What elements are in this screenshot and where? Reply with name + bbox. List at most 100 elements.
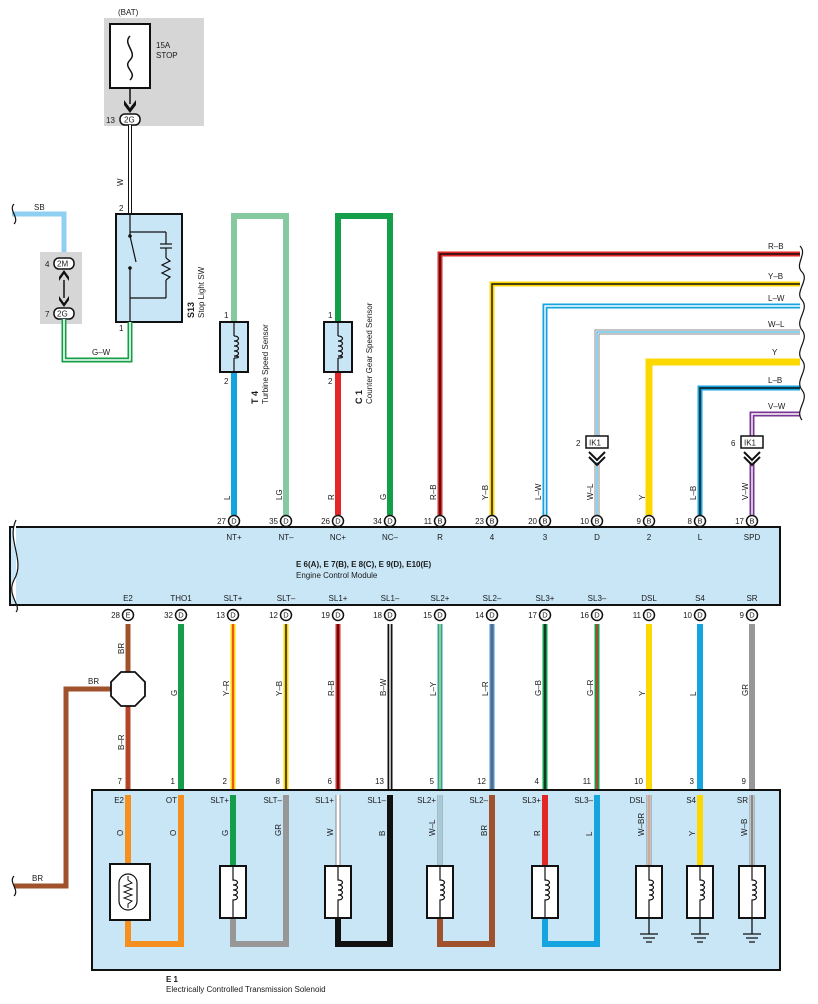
wire-break-icon (798, 245, 805, 421)
ecm-bottom-pin-name: E2 (123, 594, 133, 603)
solenoid-pin-num: 6 (328, 777, 333, 786)
ecm-bottom-pin-name: SL1– (381, 594, 400, 603)
ecm-top-wire-color: V–W (741, 482, 750, 500)
solenoid-pin-num: 9 (742, 777, 747, 786)
solenoid-pin-num: 12 (477, 777, 486, 786)
ecm-bottom-pin-name: SLT+ (224, 594, 243, 603)
ecm-bottom-pin-conn: D (749, 611, 755, 620)
ecm-bottom-pin-conn: D (594, 611, 600, 620)
ecm-bottom-pin-num: 9 (740, 611, 745, 620)
ecm-top-wire-color: Y–B (481, 485, 490, 500)
ecm-top-pin-conn: B (542, 517, 547, 526)
solenoid-pin-name: E2 (114, 796, 124, 805)
ecm-top-pin-name: NC+ (330, 533, 347, 542)
ecm-top-pin-conn: D (231, 517, 237, 526)
solenoid-pin-num: 8 (276, 777, 281, 786)
ecm-bottom-pin-conn: D (230, 611, 236, 620)
solenoid-wire-color: W (326, 828, 335, 836)
junction-2G-top-id: 2G (124, 116, 135, 125)
ecm-top-pin-name: NC– (382, 533, 399, 542)
solenoid-wire-loops (125, 795, 755, 947)
solenoid-pin-name: S4 (686, 796, 696, 805)
stop-light-switch (115, 213, 183, 323)
solenoid-wire-color: B (378, 831, 387, 836)
solenoid-wire-color: GR (274, 824, 283, 836)
ecm-top-pin-name: SPD (744, 533, 761, 542)
solenoid-coils (219, 865, 766, 943)
ecm-top-pin (590, 514, 604, 528)
lower-wire-color: R–B (327, 680, 336, 696)
ecm-top-wire-color: R (327, 494, 336, 500)
junction-connector (110, 671, 146, 707)
ecm-top-pins: D27NT+LD35NT–LGD26NC+RD34NC–GB11RR–BB234… (217, 482, 760, 542)
ecm-bottom-pin-name: SR (746, 594, 757, 603)
coil-icon (439, 866, 446, 918)
counter-pin1: 1 (328, 311, 333, 320)
br-junction-label: B–R (117, 734, 126, 750)
ecm-bottom-pin (745, 608, 759, 622)
solenoid-pin-name: SL3– (574, 796, 593, 805)
solenoid-name: Electrically Controlled Transmission Sol… (166, 985, 326, 994)
lower-wire-color: G (170, 690, 179, 696)
connector-ik1-right (740, 435, 764, 449)
solenoid-wire-color: BR (480, 825, 489, 836)
solenoid-pin-name: SL2– (469, 796, 488, 805)
lower-wire-color: BR (117, 643, 126, 654)
ecm-bottom-pin-name: SL3+ (536, 594, 555, 603)
right-wire-label: L–W (768, 294, 785, 303)
ecm-top-pin (693, 514, 707, 528)
solenoid-pin-num: 11 (583, 777, 592, 786)
junction-2M (53, 257, 75, 270)
ecm-top-wire-color: L–B (689, 486, 698, 500)
junction-2G-left-pin: 7 (45, 310, 50, 319)
ecm-bottom-pin (279, 608, 293, 622)
solenoid-wire-color: W–BR (637, 813, 646, 836)
ecm-top-pin-name: 3 (543, 533, 548, 542)
solenoid-wire-color: Y (688, 830, 697, 836)
ecm-bottom-pin-conn: D (697, 611, 703, 620)
ground-icon (691, 918, 709, 943)
solenoid-wire-color: W–L (428, 819, 437, 836)
ecm-bottom-pin-conn: D (646, 611, 652, 620)
ecm-top-pin-num: 20 (528, 517, 537, 526)
ecm-bottom-pin-num: 11 (633, 611, 642, 620)
br-bottom-label: BR (32, 874, 43, 883)
junction-2M-pin: 4 (45, 260, 50, 269)
solenoid-pin-name: DSL (629, 796, 645, 805)
ecm-bottom-pin (433, 608, 447, 622)
ecm-top-pin (745, 514, 759, 528)
ecm-top-pin-num: 9 (637, 517, 642, 526)
connector-arrow-icon (124, 100, 136, 113)
ecm-bottom-pin-conn: D (387, 611, 393, 620)
stop-sw-code: S13 (186, 302, 196, 318)
ecm-bottom-pin (693, 608, 707, 622)
ground-icon (640, 918, 658, 943)
lower-wire-color: G–B (534, 680, 543, 696)
ecm-bottom-pin-num: 12 (269, 611, 278, 620)
ecm-bottom-pin (121, 608, 135, 622)
ecm-title: E 6(A), E 7(B), E 8(C), E 9(D), E10(E) (296, 560, 431, 569)
ecm-top-wire-color: W–L (586, 483, 595, 500)
br-left-label: BR (88, 677, 99, 686)
ecm-top-pin (227, 514, 241, 528)
coil-icon (544, 866, 551, 918)
solenoid-pin-num: 13 (375, 777, 384, 786)
ik1-right-pin: 6 (731, 439, 736, 448)
turbine-pin2: 2 (224, 377, 229, 386)
solenoid-pin-num: 3 (690, 777, 695, 786)
solenoid-pin-name: OT (166, 796, 177, 805)
ecm-top-wire-color: R–B (429, 484, 438, 500)
ecm-top-pin (383, 514, 397, 528)
counter-pin2: 2 (328, 377, 333, 386)
junction-2G-top-pin: 13 (106, 116, 115, 125)
ecm-top-wire-color: L (223, 495, 232, 500)
ecm-top-pin-num: 11 (424, 517, 433, 526)
ecm-bottom-pin-num: 16 (580, 611, 589, 620)
solenoid-wire-color: G (221, 830, 230, 836)
ecm-top-pin-name: R (437, 533, 443, 542)
fuse-name: STOP (156, 51, 178, 60)
wire-nc-loop (335, 213, 393, 515)
chevron-down-icon (743, 451, 761, 467)
lower-wire-bundle (14, 624, 755, 889)
